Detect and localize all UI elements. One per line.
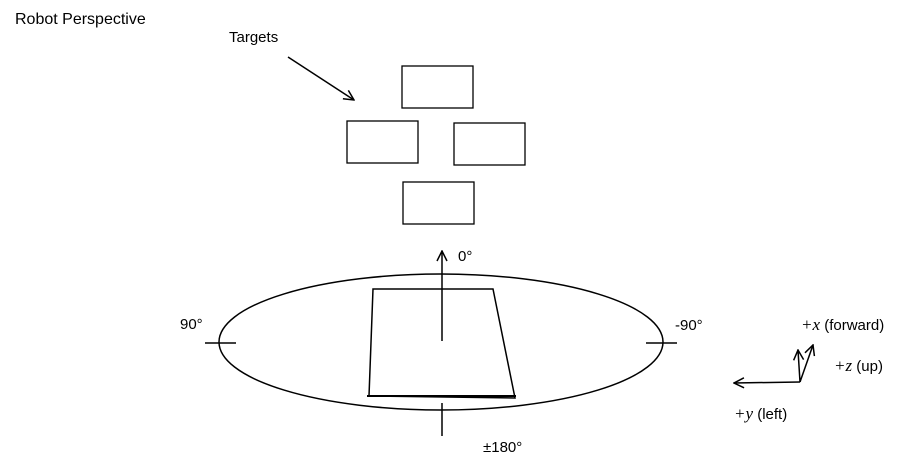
angle-label-0: 0° [458,248,473,265]
y-axis-symbol: +y [734,404,754,423]
target-box-left [346,120,419,164]
x-axis-label: +x (forward) [801,316,884,335]
x-axis-desc: (forward) [824,317,885,334]
targets-pointer-arrow [287,56,354,100]
z-axis-symbol: +z [834,356,853,375]
target-box-bottom [402,181,475,225]
angle-label-90: 90° [180,316,203,333]
x-axis-arrow [798,350,800,383]
z-axis-desc: (up) [856,358,883,375]
y-axis-label: +y (left) [734,405,787,424]
target-box-right [453,122,526,166]
diagram-title: Robot Perspective [15,11,146,28]
angle-label-minus-90: -90° [675,317,703,334]
targets-label: Targets [229,29,279,46]
heading-ellipse [218,273,664,411]
z-axis-arrow [799,345,813,383]
y-axis-arrow [734,382,801,383]
y-axis-desc: (left) [757,406,788,423]
target-box-top [401,65,474,109]
z-axis-label: +z (up) [834,357,883,376]
x-axis-symbol: +x [801,315,821,334]
angle-label-180: ±180° [483,439,523,456]
robot-body-trapezoid [368,288,516,399]
